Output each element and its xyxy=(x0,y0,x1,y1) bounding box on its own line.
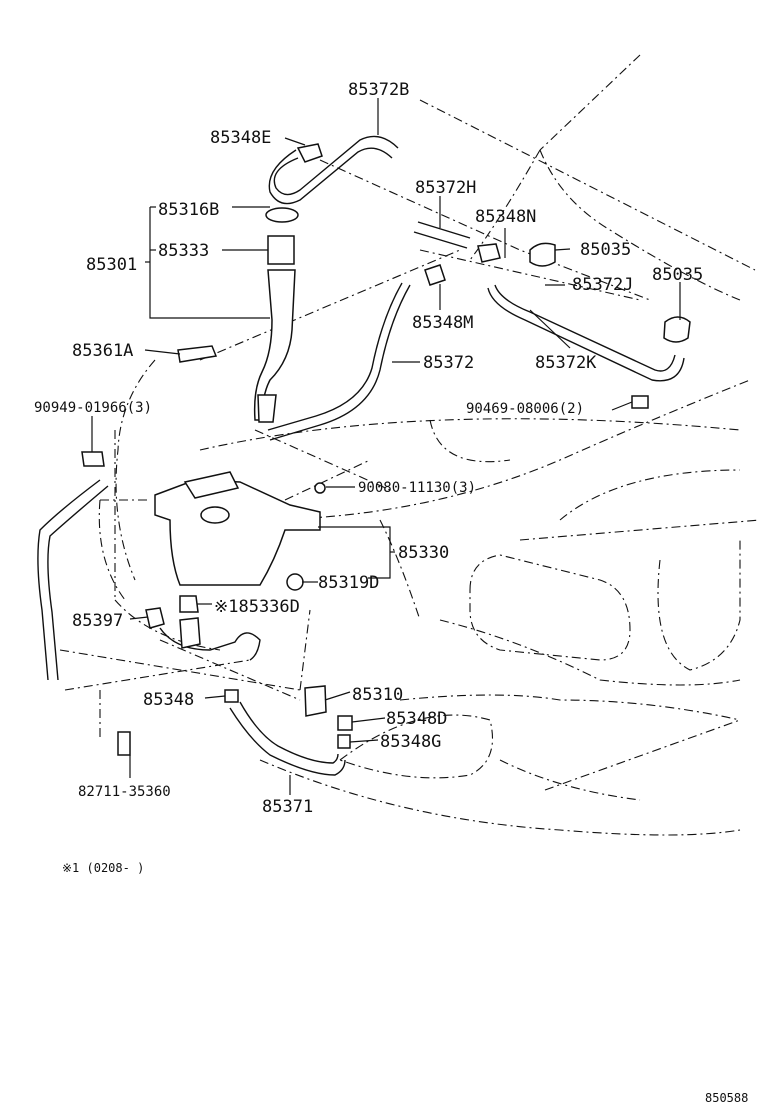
label-85348G: 85348G xyxy=(380,732,441,752)
label-90469-08006: 90469-08006(2) xyxy=(466,401,584,417)
part-labels: 85372B 85348E 85316B 85333 85301 85372H … xyxy=(34,80,748,1105)
figure-number: 850588 xyxy=(705,1091,748,1105)
label-82711-35360: 82711-35360 xyxy=(78,784,171,800)
leader-lines xyxy=(91,98,681,795)
label-85035-b: 85035 xyxy=(652,265,703,285)
label-85371: 85371 xyxy=(262,797,313,817)
label-85319D: 85319D xyxy=(318,573,379,593)
label-85372J: 85372J xyxy=(572,275,633,295)
label-85348N: 85348N xyxy=(475,207,536,227)
label-85372K: 85372K xyxy=(535,353,597,373)
label-90080-11130: 90080-11130(3) xyxy=(358,480,476,496)
footnote: ※1 (0208- ) xyxy=(62,861,144,875)
label-85035-a: 85035 xyxy=(580,240,631,260)
label-85372H: 85372H xyxy=(415,178,476,198)
hoses xyxy=(37,135,685,776)
label-85301: 85301 xyxy=(86,255,137,275)
label-85348M: 85348M xyxy=(412,313,473,333)
label-85336D: ※185336D xyxy=(214,597,300,617)
label-90949-01966: 90949-01966(3) xyxy=(34,400,152,416)
parts xyxy=(81,143,691,756)
label-85397: 85397 xyxy=(72,611,123,631)
label-85333: 85333 xyxy=(158,241,209,261)
label-85348D: 85348D xyxy=(386,709,447,729)
label-85372B: 85372B xyxy=(348,80,409,100)
vehicle-body-outline xyxy=(59,54,760,836)
label-85330: 85330 xyxy=(398,543,449,563)
label-85361A: 85361A xyxy=(72,341,133,361)
label-85310: 85310 xyxy=(352,685,403,705)
label-85348: 85348 xyxy=(143,690,194,710)
label-85372: 85372 xyxy=(423,353,474,373)
label-85316B: 85316B xyxy=(158,200,219,220)
label-85348E: 85348E xyxy=(210,128,271,148)
